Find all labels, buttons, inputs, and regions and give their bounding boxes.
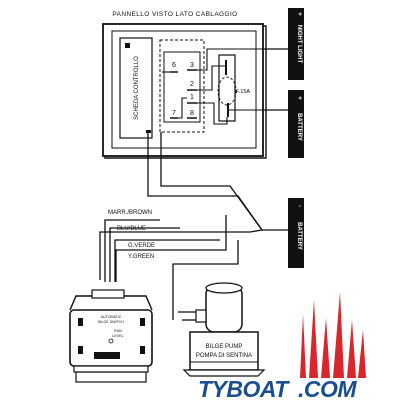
bilge-pump: BILGE PUMP POMPA DI SENTINA — [182, 282, 266, 377]
panel-wiring — [162, 48, 265, 125]
terminal-block: 6 3 2 1 7 8 — [159, 39, 205, 133]
wire-label-green-it: G.VERDE — [128, 243, 155, 249]
terminal-2: 2 — [190, 81, 194, 88]
battery-positive-sign: + — [296, 96, 302, 100]
battery-positive-label: BATTERY — [296, 113, 302, 141]
switch-label-line2: BILGE SWITCH — [98, 320, 124, 324]
automatic-bilge-switch: AUTOMATIC BILGE SWITCH RUN LEVEL — [69, 289, 153, 383]
terminal-6: 6 — [172, 62, 176, 69]
wire-label-blue: BLU/BLUE — [117, 226, 146, 232]
wire-label-green-en: Y.GREEN — [128, 254, 154, 260]
connector-night-light: NIGHT LIGHT + — [288, 8, 304, 80]
fuse-holder: F.15A — [217, 54, 250, 122]
pump-label-it: POMPA DI SENTINA — [196, 353, 252, 359]
brand-suffix: .COM — [298, 376, 357, 400]
terminal-8: 8 — [190, 110, 194, 117]
wire-label-brown: MARR./BROWN — [108, 210, 152, 216]
cable-bundle — [99, 132, 288, 321]
switch-label-line1: AUTOMATIC — [101, 315, 122, 319]
battery-negative-sign: - — [296, 205, 302, 207]
switch-logo-icon — [94, 352, 120, 359]
brand-name: TYBOAT — [198, 376, 290, 400]
brand-logo: TYBOAT .COM — [198, 292, 366, 400]
terminal-7: 7 — [172, 110, 176, 117]
terminal-1: 1 — [190, 94, 194, 101]
pump-label-en: BILGE PUMP — [206, 344, 243, 350]
sail-graphic — [300, 292, 366, 378]
connector-battery-positive: BATTERY + — [288, 90, 304, 158]
terminal-3: 3 — [190, 62, 194, 69]
switch-label-line3: RUN — [114, 329, 122, 333]
panel-title: PANNELLO VISTO LATO CABLAGGIO — [112, 11, 237, 18]
external-wiring — [263, 48, 288, 111]
control-board-label: SCHEDA CONTROLLO — [134, 56, 140, 120]
night-light-sign: + — [296, 12, 302, 16]
battery-negative-label: BATTERY — [296, 222, 302, 250]
fuse-label: F.15A — [236, 89, 250, 95]
night-light-label: NIGHT LIGHT — [296, 25, 302, 64]
control-board: SCHEDA CONTROLLO — [119, 37, 153, 139]
connector-battery-negative: BATTERY - — [288, 198, 304, 268]
switch-label-line4: LEVEL — [112, 334, 123, 338]
